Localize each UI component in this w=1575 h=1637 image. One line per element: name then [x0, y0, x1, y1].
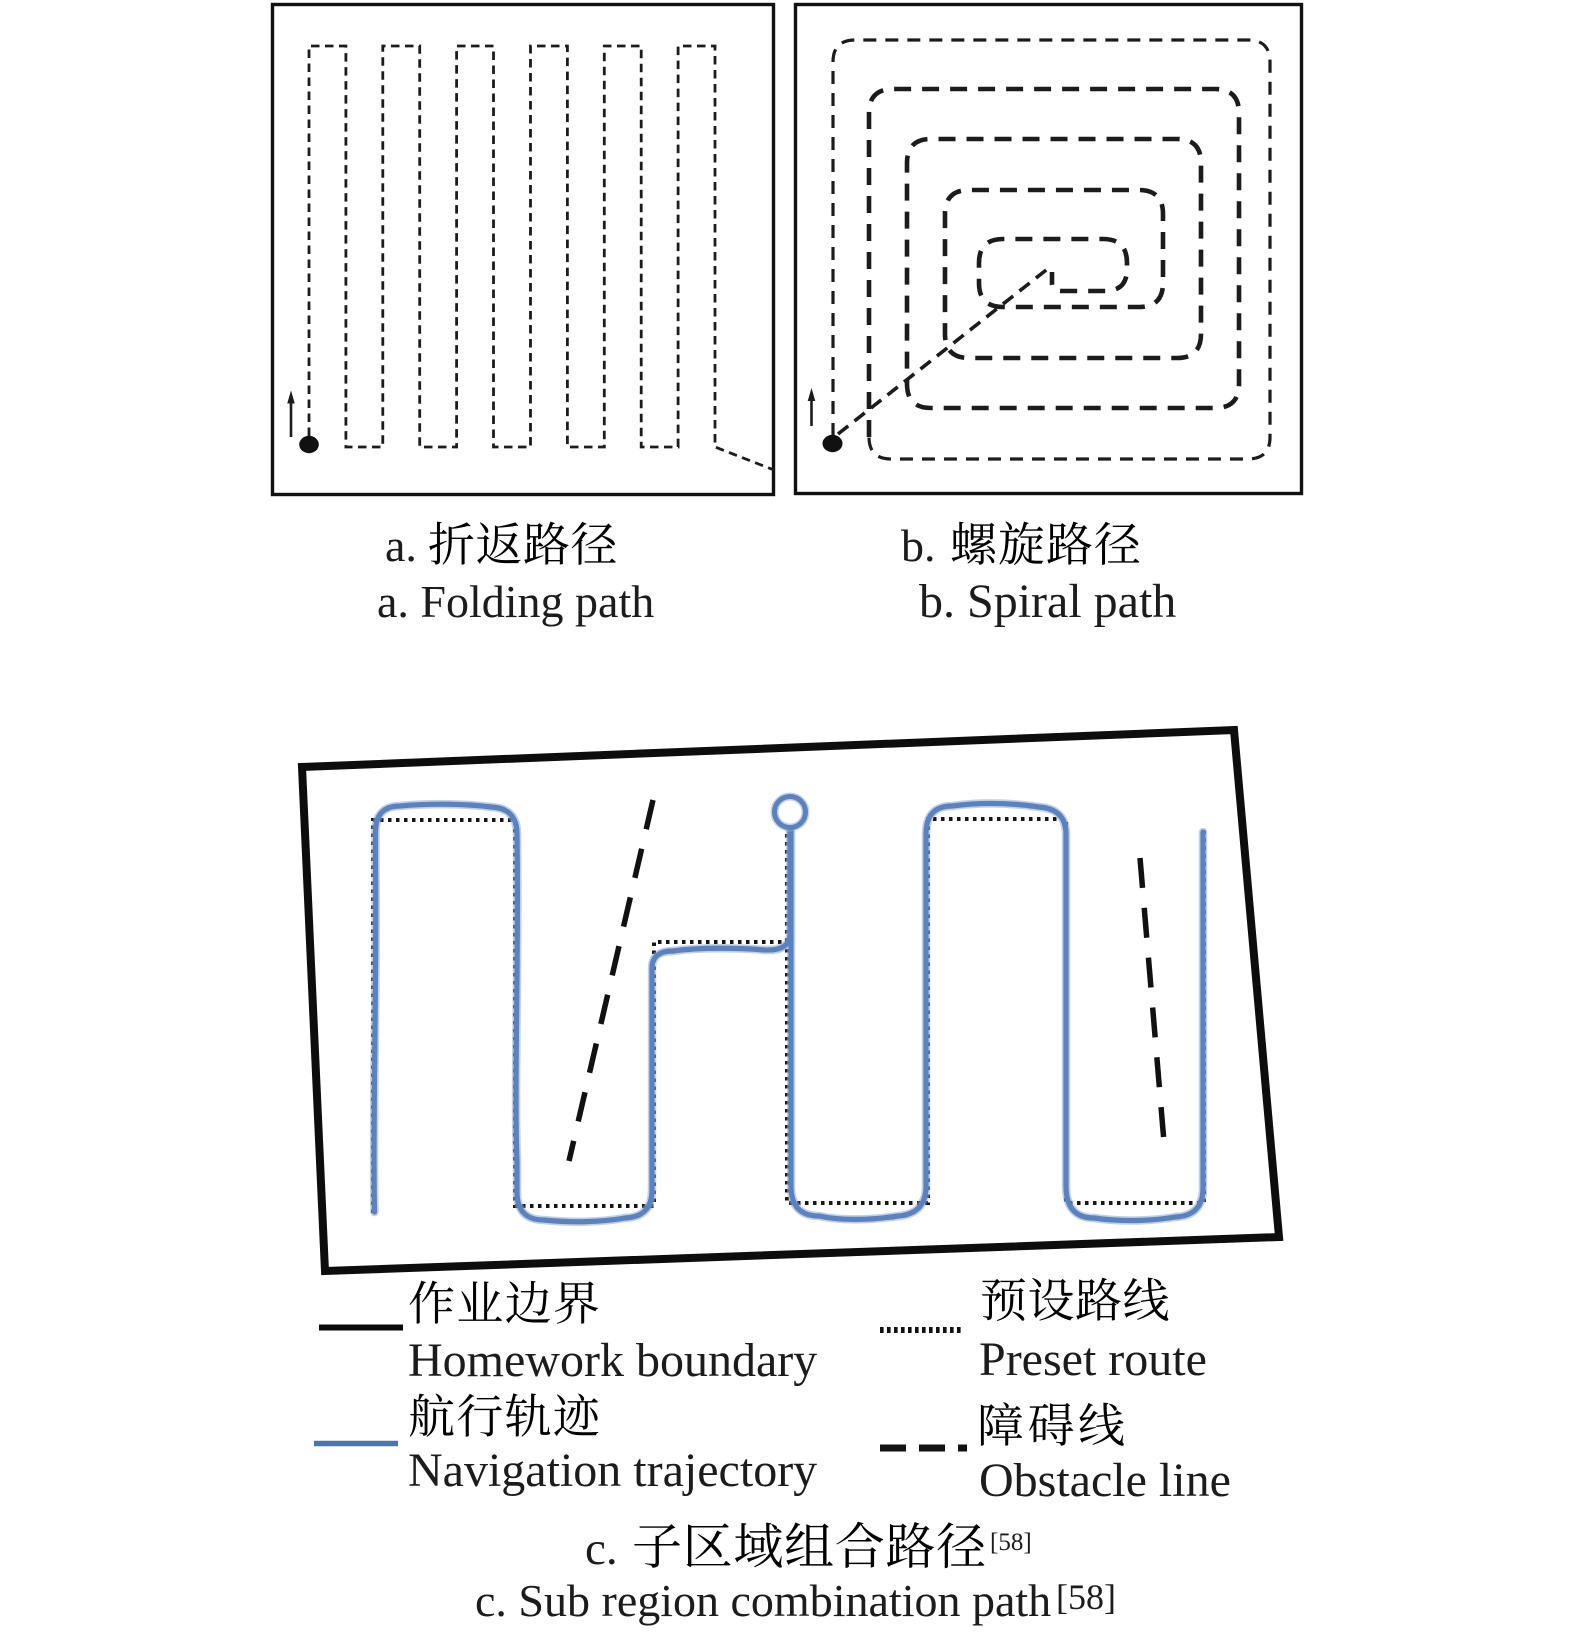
- svg-text:c. Sub region combination path: c. Sub region combination path: [475, 1575, 1051, 1626]
- svg-text:b.: b.: [901, 520, 936, 571]
- svg-text:Navigation trajectory: Navigation trajectory: [408, 1444, 817, 1497]
- svg-text:c.: c.: [585, 1523, 618, 1575]
- svg-text:Homework boundary: Homework boundary: [408, 1334, 817, 1387]
- svg-text:b. Spiral path: b. Spiral path: [919, 575, 1176, 628]
- svg-text:[58]: [58]: [990, 1529, 1032, 1556]
- svg-text:a. Folding path: a. Folding path: [377, 576, 654, 627]
- svg-text:[58]: [58]: [1056, 1577, 1116, 1617]
- svg-text:Preset route: Preset route: [979, 1333, 1207, 1386]
- svg-text:Obstacle line: Obstacle line: [979, 1454, 1231, 1507]
- svg-text:a.: a.: [385, 520, 417, 571]
